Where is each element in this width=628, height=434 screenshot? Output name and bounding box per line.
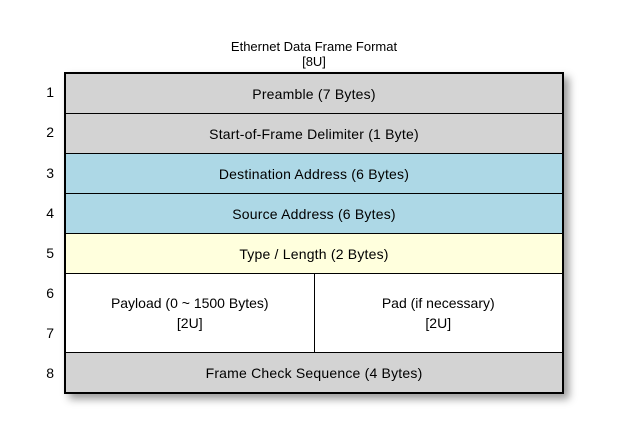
frame-table: Preamble (7 Bytes) Start-of-Frame Delimi…	[64, 72, 564, 394]
pad-cell-units: [2U]	[425, 315, 452, 331]
row-number-4: 4	[46, 205, 54, 221]
frame-row-source-address: Source Address (6 Bytes)	[66, 194, 562, 234]
frame-row-sfd: Start-of-Frame Delimiter (1 Byte)	[66, 114, 562, 154]
frame-row-payload-pad: Payload (0 ~ 1500 Bytes) [2U] Pad (if ne…	[66, 274, 562, 353]
frame-row-source-address-label: Source Address (6 Bytes)	[232, 205, 396, 222]
frame-row-destination-address: Destination Address (6 Bytes)	[66, 154, 562, 194]
pad-cell: Pad (if necessary) [2U]	[315, 274, 563, 352]
diagram-subtitle: [8U]	[302, 54, 326, 69]
frame-row-fcs-label: Frame Check Sequence (4 Bytes)	[205, 364, 423, 381]
row-number-7: 7	[46, 325, 54, 341]
diagram-title: Ethernet Data Frame Format	[230, 39, 398, 54]
row-number-2: 2	[46, 124, 54, 140]
pad-cell-label: Pad (if necessary)	[381, 295, 495, 311]
payload-cell: Payload (0 ~ 1500 Bytes) [2U]	[66, 274, 315, 352]
row-number-1: 1	[46, 84, 54, 100]
frame-row-type-length: Type / Length (2 Bytes)	[66, 234, 562, 274]
frame-row-type-length-label: Type / Length (2 Bytes)	[239, 245, 389, 262]
frame-row-destination-address-label: Destination Address (6 Bytes)	[218, 165, 410, 182]
payload-cell-units: [2U]	[176, 315, 203, 331]
frame-row-preamble-label: Preamble (7 Bytes)	[252, 85, 376, 102]
frame-row-fcs: Frame Check Sequence (4 Bytes)	[66, 353, 562, 392]
frame-row-sfd-label: Start-of-Frame Delimiter (1 Byte)	[209, 125, 419, 142]
row-number-5: 5	[46, 245, 54, 261]
frame-row-preamble: Preamble (7 Bytes)	[66, 74, 562, 114]
row-number-6: 6	[46, 285, 54, 301]
row-number-8: 8	[46, 365, 54, 381]
row-number-3: 3	[46, 165, 54, 181]
payload-cell-label: Payload (0 ~ 1500 Bytes)	[110, 295, 269, 311]
